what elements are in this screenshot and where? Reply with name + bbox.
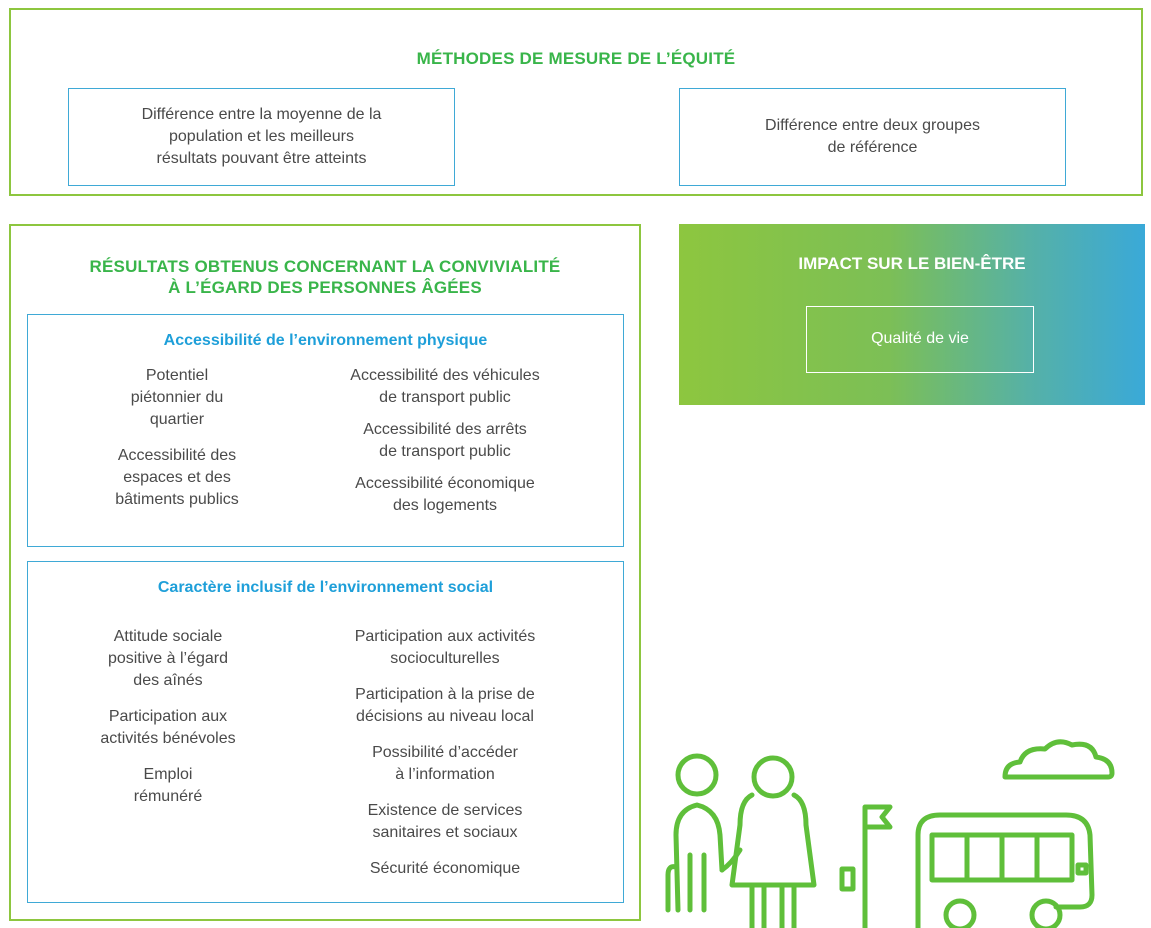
outcome-line: Accessibilité des [117,447,237,464]
bus-stop-sign-icon [839,804,893,928]
outcome-item: Attitude sociale positive à l’égard des … [68,626,268,692]
physical-right-column: Accessibilité des véhicules de transport… [295,365,595,527]
outcome-line: Accessibilité des véhicules [350,367,540,384]
outcome-line: décisions au niveau local [356,708,534,725]
outcome-item: Existence de services sanitaires et soci… [295,800,595,844]
outcome-item: Participation aux activités socioculture… [295,626,595,670]
outcome-item: Accessibilité des véhicules de transport… [295,365,595,409]
equity-methods-title: MÉTHODES DE MESURE DE L’ÉQUITÉ [416,49,736,68]
outcome-line: espaces et des [123,469,231,486]
outcome-item: Emploi rémunéré [68,764,268,808]
method-text-line: Différence entre la moyenne de la [141,106,382,123]
equity-methods-section: MÉTHODES DE MESURE DE L’ÉQUITÉ Différenc… [9,8,1143,196]
bus-icon [915,812,1095,928]
outcome-item: Accessibilité économique des logements [295,473,595,517]
outcome-line: Sécurité économique [369,860,521,877]
outcome-line: des aînés [133,672,203,689]
outcome-line: de transport public [379,389,511,406]
physical-left-column: Potentiel piétonnier du quartier Accessi… [82,365,272,525]
outcome-line: de transport public [379,443,511,460]
outcome-line: piétonnier du [130,389,224,406]
method-box-population-vs-best: Différence entre la moyenne de la popula… [68,88,455,186]
outcome-line: bâtiments publics [115,491,239,508]
outcome-line: activités bénévoles [100,730,236,747]
social-left-column: Attitude sociale positive à l’égard des … [68,626,268,822]
outcome-line: Possibilité d’accéder [372,744,518,761]
social-right-column: Participation aux activités socioculture… [295,626,595,894]
social-environment-box: Caractère inclusif de l’environnement so… [27,561,624,903]
outcome-line: Emploi [143,766,193,783]
outcome-line: à l’information [395,766,495,783]
results-title-line: RÉSULTATS OBTENUS CONCERNANT LA CONVIVIA… [89,257,561,276]
elderly-couple-icon [665,753,817,928]
seniors-bus-illustration [665,739,1115,928]
method-text: Différence entre deux groupes de référen… [700,115,1045,159]
outcome-line: Potentiel [145,367,209,384]
method-text-line: résultats pouvant être atteints [156,150,367,167]
outcome-item: Participation aux activités bénévoles [68,706,268,750]
outcome-line: Participation à la prise de [355,686,535,703]
outcome-item: Sécurité économique [295,858,595,880]
outcome-line: des logements [392,497,498,514]
results-title-line: À L’ÉGARD DES PERSONNES ÂGÉES [168,278,482,297]
social-environment-title: Caractère inclusif de l’environnement so… [157,579,494,596]
outcome-line: Accessibilité des arrêts [363,421,527,438]
method-text-line: population et les meilleurs [169,128,354,145]
outcome-item: Possibilité d’accéder à l’information [295,742,595,786]
wellbeing-impact-section: IMPACT SUR LE BIEN-ÊTRE Qualité de vie [679,224,1145,405]
cloud-icon [1002,739,1115,780]
outcome-line: socioculturelles [390,650,500,667]
outcome-line: Attitude sociale [113,628,223,645]
results-title: RÉSULTATS OBTENUS CONCERNANT LA CONVIVIA… [11,256,639,298]
outcome-line: positive à l’égard [107,650,229,667]
outcome-line: quartier [149,411,205,428]
outcome-item: Accessibilité des espaces et des bâtimen… [82,445,272,511]
outcome-line: sanitaires et sociaux [372,824,518,841]
outcome-line: Existence de services [367,802,523,819]
method-text-line: de référence [827,139,918,156]
outcome-item: Participation à la prise de décisions au… [295,684,595,728]
wellbeing-impact-title: IMPACT SUR LE BIEN-ÊTRE [798,254,1026,273]
physical-environment-box: Accessibilité de l’environnement physiqu… [27,314,624,547]
results-section: RÉSULTATS OBTENUS CONCERNANT LA CONVIVIA… [9,224,641,921]
outcome-line: Participation aux [108,708,228,725]
method-box-two-groups: Différence entre deux groupes de référen… [679,88,1066,186]
method-text: Différence entre la moyenne de la popula… [89,104,434,170]
physical-environment-title: Accessibilité de l’environnement physiqu… [163,332,488,349]
outcome-line: rémunéré [133,788,203,805]
outcome-line: Participation aux activités [354,628,536,645]
method-text-line: Différence entre deux groupes [765,117,980,134]
outcome-line: Accessibilité économique [355,475,535,492]
outcome-item: Accessibilité des arrêts de transport pu… [295,419,595,463]
quality-of-life-box: Qualité de vie [806,306,1034,373]
outcome-item: Potentiel piétonnier du quartier [82,365,272,431]
